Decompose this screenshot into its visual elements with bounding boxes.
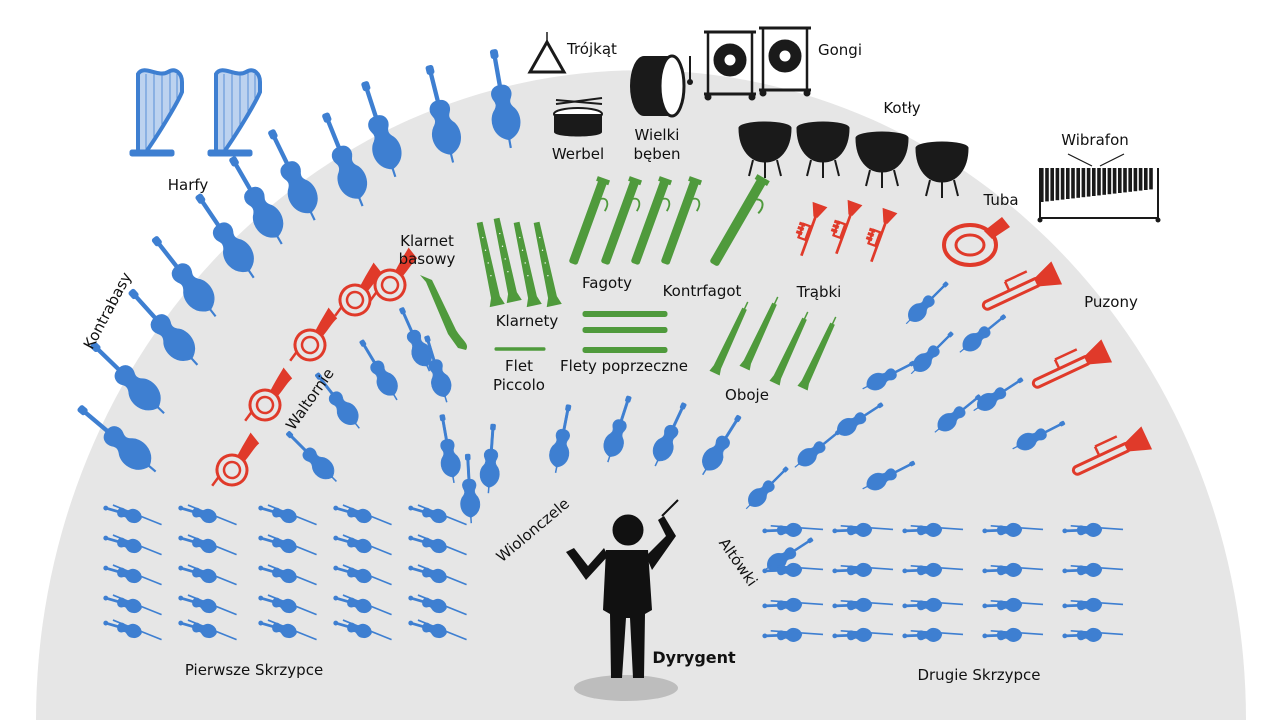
label-clarinets: Klarnety <box>496 312 559 330</box>
label-snare-drum: Werbel <box>552 145 604 163</box>
label-double-basses: Kontrabasy <box>80 269 136 352</box>
label-triangle: Trójkąt <box>566 40 617 58</box>
label-piccolo-line2: Piccolo <box>493 376 545 394</box>
label-second-violins: Drugie Skrzypce <box>917 666 1040 684</box>
flute-icon <box>582 347 668 353</box>
vibraphone-icon <box>1037 153 1161 223</box>
harp-icon <box>206 68 262 158</box>
flute-icon <box>494 347 546 351</box>
label-tuba: Tuba <box>982 191 1018 209</box>
label-piccolo-line1: Flet <box>505 357 533 375</box>
triangle-icon <box>527 32 567 74</box>
label-bassoons: Fagoty <box>582 274 632 292</box>
label-timpani: Kotły <box>883 99 920 117</box>
flute-icon <box>582 327 668 333</box>
label-conductor: Dyrygent <box>652 648 736 667</box>
clarinet-icon <box>420 275 468 350</box>
stage-background <box>36 70 1246 720</box>
flute-icon <box>582 311 668 317</box>
label-flutes: Flety poprzeczne <box>560 357 688 375</box>
label-bass-drum-line1: Wielki <box>635 126 680 144</box>
label-bass-clarinet-line1: Klarnet <box>400 232 454 250</box>
harp-icon <box>128 68 184 158</box>
label-contrabassoon: Kontrfagot <box>663 282 742 300</box>
label-bass-drum-line2: bęben <box>633 145 680 163</box>
label-first-violins: Pierwsze Skrzypce <box>185 661 323 679</box>
label-oboes: Oboje <box>725 386 769 404</box>
label-bass-clarinet-line2: basowy <box>399 250 456 268</box>
tuba-icon <box>942 217 1010 267</box>
conductor-podium <box>574 675 678 701</box>
label-vibraphone: Wibrafon <box>1061 131 1129 149</box>
snare-drum-icon <box>553 97 603 137</box>
conductor-icon <box>566 499 679 678</box>
label-harps: Harfy <box>168 176 209 194</box>
label-trumpets: Trąbki <box>796 283 842 301</box>
label-gongs: Gongi <box>818 41 862 59</box>
label-trombones: Puzony <box>1084 293 1138 311</box>
bass-drum-icon <box>630 54 693 118</box>
